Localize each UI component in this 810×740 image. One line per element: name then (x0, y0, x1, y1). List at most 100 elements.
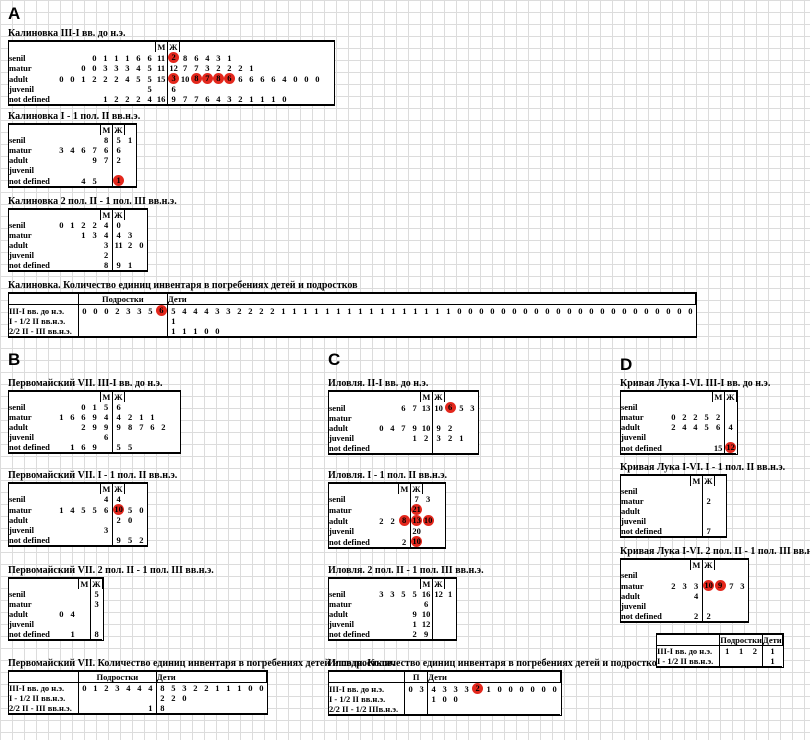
female-count (444, 619, 456, 629)
child-count (498, 316, 509, 326)
teen-count: 4 (133, 682, 145, 693)
row-label: III-I вв. до н.э. (657, 645, 721, 656)
male-count (67, 250, 78, 260)
female-count: 4 (116, 230, 121, 240)
female-count (136, 250, 147, 260)
male-count (78, 240, 89, 250)
male-count: 2 (92, 220, 97, 230)
row-label: juvenil (329, 433, 355, 443)
male-count (690, 486, 703, 496)
male-count (376, 402, 387, 413)
row-label: I - 1/2 II вв.н.э. (9, 316, 79, 326)
child-count (450, 704, 462, 715)
spacer-cell (66, 124, 78, 135)
child-count (366, 316, 377, 326)
teen-count: 0 (78, 682, 90, 693)
sex-header-f: Ж (112, 124, 125, 135)
highlight-marker: 10 (703, 580, 715, 591)
female-count (714, 591, 726, 601)
female-count (467, 423, 478, 433)
female-count: 5 (127, 504, 133, 515)
table-row: senil (621, 402, 736, 412)
female-count: 2 (135, 535, 147, 546)
teen-count: 3 (133, 304, 145, 316)
child-count (443, 316, 454, 326)
female-count (724, 402, 736, 412)
child-count (300, 316, 311, 326)
female-count: 2 (447, 423, 453, 433)
female-count (168, 442, 180, 453)
female-count: 0 (293, 73, 298, 84)
child-count: 1 (431, 694, 436, 704)
male-count (690, 570, 703, 580)
female-count: 6 (116, 145, 121, 155)
female-count (432, 629, 445, 640)
child-count: 0 (684, 304, 696, 316)
panel-letter-c: C (328, 350, 341, 369)
panel-letter-a: A (8, 4, 21, 23)
teen-count (734, 656, 748, 667)
sex-header-f: Ж (112, 483, 125, 494)
child-count: 1 (762, 656, 783, 667)
child-count (256, 316, 267, 326)
female-count (112, 250, 124, 260)
teen-count (133, 703, 145, 714)
teen-count: 3 (122, 304, 134, 316)
female-count: 8 (127, 422, 133, 432)
spacer-cell (422, 483, 434, 494)
child-count (453, 326, 465, 337)
male-count (78, 165, 89, 175)
teen-count: 4 (122, 682, 134, 693)
male-count: 2 (103, 73, 108, 84)
male-count: 7 (401, 423, 406, 433)
male-count (690, 526, 703, 537)
spacer-cell (212, 41, 224, 52)
male-count (398, 526, 411, 536)
child-count (685, 316, 696, 326)
child-count: 3 (450, 682, 462, 694)
table-title: Иловля. I - 1 пол. II вв.н.э. (328, 470, 448, 481)
table-title: Первомайский VII. 2 пол. II - 1 пол. III… (8, 565, 214, 576)
female-count (124, 175, 136, 187)
child-count: 1 (376, 304, 388, 316)
child-count (475, 326, 487, 337)
row-label: juvenil (621, 516, 647, 526)
male-count: 1 (99, 94, 111, 105)
female-count: 2 (447, 433, 453, 443)
child-count: 2 (200, 682, 212, 693)
female-count: 2 (161, 422, 166, 432)
male-count: 1 (81, 73, 86, 84)
female-count (444, 609, 456, 619)
female-count: 1 (256, 94, 268, 105)
child-count: 2 (266, 304, 278, 316)
male-count: 1 (125, 52, 130, 63)
row-label: juvenil (621, 601, 647, 611)
row-label: not defined (9, 175, 56, 187)
teen-count (145, 316, 156, 326)
male-count (376, 413, 387, 423)
female-count (157, 442, 169, 453)
child-count (278, 316, 289, 326)
spacer-cell (278, 41, 290, 52)
spacer-cell (88, 391, 101, 402)
child-count: 1 (483, 682, 495, 694)
female-count: 6 (238, 73, 243, 84)
female-count: 10 (410, 536, 423, 548)
female-count: 4 (212, 94, 224, 105)
child-count (549, 694, 560, 704)
child-count (234, 316, 245, 326)
row-label: juvenil (9, 84, 35, 94)
spacer-cell (88, 41, 100, 52)
female-count (169, 402, 180, 412)
male-count: 4 (70, 609, 75, 619)
male-count (679, 570, 691, 580)
child-count: 2 (171, 693, 176, 703)
female-count (179, 84, 191, 94)
